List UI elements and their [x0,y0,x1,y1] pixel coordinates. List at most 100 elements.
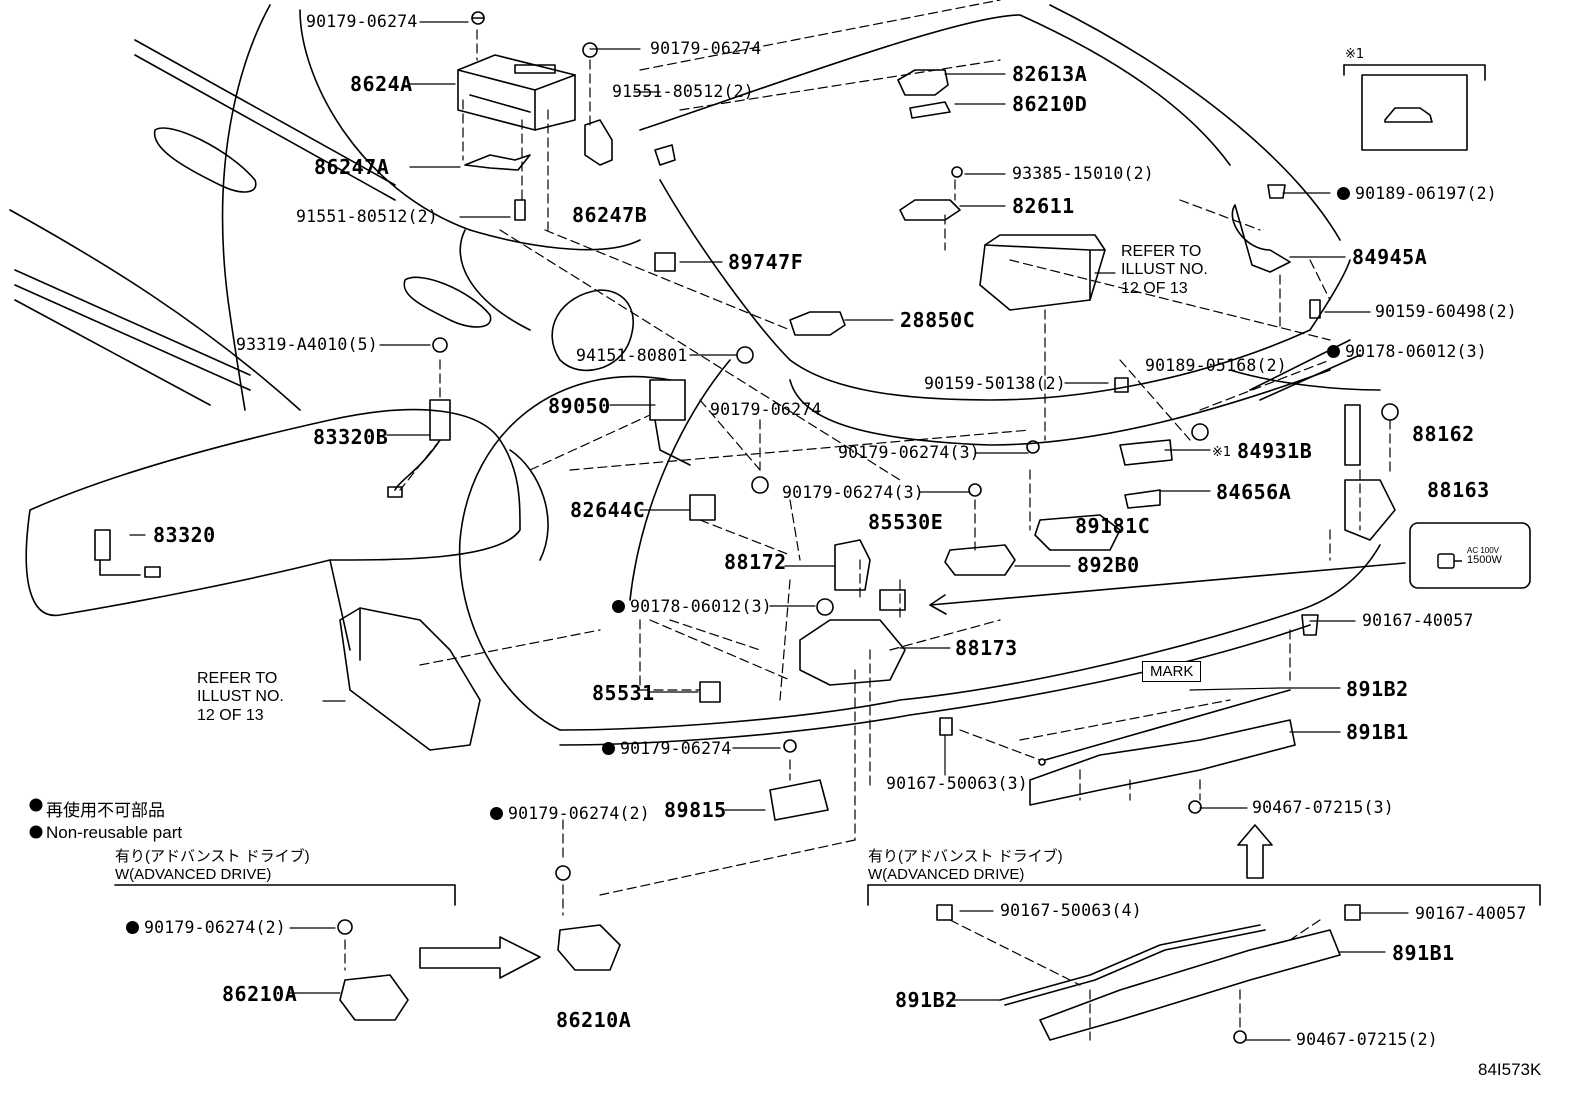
part-892B0 [944,544,1016,576]
asterisk-1-header: ※1 [1345,47,1365,62]
label-86210D: 86210D [1012,92,1088,116]
part-ecu-8624A [457,54,576,131]
refer-left-line2: ILLUST NO. [197,688,284,706]
label-90189-06197: 90189-06197(2) [1337,184,1497,203]
ac-outlet-watts: 1500W [1467,554,1502,567]
part-88162 [1344,404,1361,466]
vehicle-body-outline [9,4,1381,746]
label-86247B: 86247B [572,203,648,227]
label-93385-15010: 93385-15010(2) [1012,164,1154,183]
refer-left-line1: REFER TO [197,670,278,687]
part-88172 [834,539,871,591]
label-83320: 83320 [153,523,216,547]
label-90159-60498: 90159-60498(2) [1375,302,1517,321]
label-90167-40057-b: 90167-40057 [1415,904,1527,923]
label-88172: 88172 [724,550,787,574]
label-90179-06274-3b: 90179-06274(3) [782,483,924,502]
part-86210A-right [557,924,621,971]
label-89815: 89815 [664,798,727,822]
part-84656A [1124,489,1161,509]
part-891B2-upper [1038,689,1291,766]
label-891B2-lower: 891B2 [895,988,958,1012]
label-88162: 88162 [1412,422,1475,446]
label-90179-06274-2b-text: 90179-06274(2) [144,918,286,937]
label-90189-06197-text: 90189-06197(2) [1355,184,1497,203]
arrows [419,562,1406,979]
label-90167-50063-4: 90167-50063(4) [1000,901,1142,920]
label-93319-A4010: 93319-A4010(5) [236,335,378,354]
label-90467-07215-3: 90467-07215(3) [1252,798,1394,817]
advanced-drive-right-en: W(ADVANCED DRIVE) [868,866,1025,883]
label-90178-06012-a: 90178-06012(3) [1327,342,1487,361]
ac-outlet-rating: AC 100V 1500W [1467,546,1502,567]
part-85531 [699,681,721,703]
label-90167-50063-3: 90167-50063(3) [886,774,1028,793]
label-84656A: 84656A [1216,480,1292,504]
assembly-dash-lines [344,0,1391,1041]
label-892B0: 892B0 [1077,553,1140,577]
refer-note-left: REFER TO ILLUST NO. 12 OF 13 [197,670,284,725]
label-90167-40057-a: 90167-40057 [1362,611,1474,630]
refer-right-line2: ILLUST NO. [1121,261,1208,279]
label-86210A-left: 86210A [222,982,298,1006]
part-bracket-86247A [464,154,531,171]
part-89181C [1034,514,1121,551]
ac-outlet-icon [1437,553,1462,569]
dots [29,798,43,839]
legend-boxes [114,64,1541,906]
label-90179-06274-top: 90179-06274 [306,12,418,31]
label-28850C: 28850C [900,308,976,332]
trunk-floor-outline [25,408,549,651]
advanced-drive-right: 有り(アドバンスト ドライブ) W(ADVANCED DRIVE) [868,848,1063,884]
non-reusable-dot-icon [126,921,139,934]
legend-jp: 再使用不可部品 [46,801,165,820]
label-90179-06274-b: 90179-06274 [650,39,762,58]
part-88163 [1344,479,1396,541]
label-891B1-lower: 891B1 [1392,941,1455,965]
part-83320 [94,529,161,578]
part-83320B [387,399,451,498]
part-left-box-refer [339,607,481,751]
part-84945A [1231,204,1291,273]
label-90159-50138: 90159-50138(2) [924,374,1066,393]
part-82613A [897,69,949,96]
label-89747F: 89747F [728,250,804,274]
part-89815 [769,779,829,821]
label-90179-06274-2a-text: 90179-06274(2) [508,804,650,823]
label-86210A-right: 86210A [556,1008,632,1032]
part-82611 [899,199,961,221]
non-reusable-dot-icon [1327,345,1340,358]
label-84945A: 84945A [1352,245,1428,269]
label-90178-06012-b-text: 90178-06012(3) [630,597,772,616]
label-90178-06012-a-text: 90178-06012(3) [1345,342,1487,361]
part-bracket-86247B [584,119,613,166]
non-reusable-dot-icon [602,742,615,755]
label-891B2-upper: 891B2 [1346,677,1409,701]
refer-right-line3: 12 OF 13 [1121,279,1188,297]
label-90189-05168: 90189-05168(2) [1145,356,1287,375]
part-88173 [799,619,906,686]
part-891B2-lower [999,924,1266,1006]
advanced-drive-left-en: W(ADVANCED DRIVE) [115,866,272,883]
non-reusable-dot-icon [612,600,625,613]
non-reusable-dot-icon [1337,187,1350,200]
asterisk-1-marker: ※1 [1212,445,1232,460]
label-90179-06274-d-text: 90179-06274 [620,739,732,758]
part-86210D [909,101,951,119]
label-82644C: 82644C [570,498,646,522]
diagram-code: 84I573K [1478,1060,1542,1079]
label-83320B: 83320B [313,425,389,449]
label-89050: 89050 [548,394,611,418]
label-90179-06274-2a: 90179-06274(2) [490,804,650,823]
ac-outlet-voltage: AC 100V [1467,546,1500,555]
label-90179-06274-3a: 90179-06274(3) [838,443,980,462]
part-28850C [789,311,846,336]
label-90178-06012-b: 90178-06012(3) [612,597,772,616]
part-86210A-left [339,974,409,1021]
label-86247A: 86247A [314,155,390,179]
label-85531: 85531 [592,681,655,705]
label-90179-06274-c: 90179-06274 [710,400,822,419]
label-90467-07215-2: 90467-07215(2) [1296,1030,1438,1049]
label-94151-80801: 94151-80801 [576,346,688,365]
